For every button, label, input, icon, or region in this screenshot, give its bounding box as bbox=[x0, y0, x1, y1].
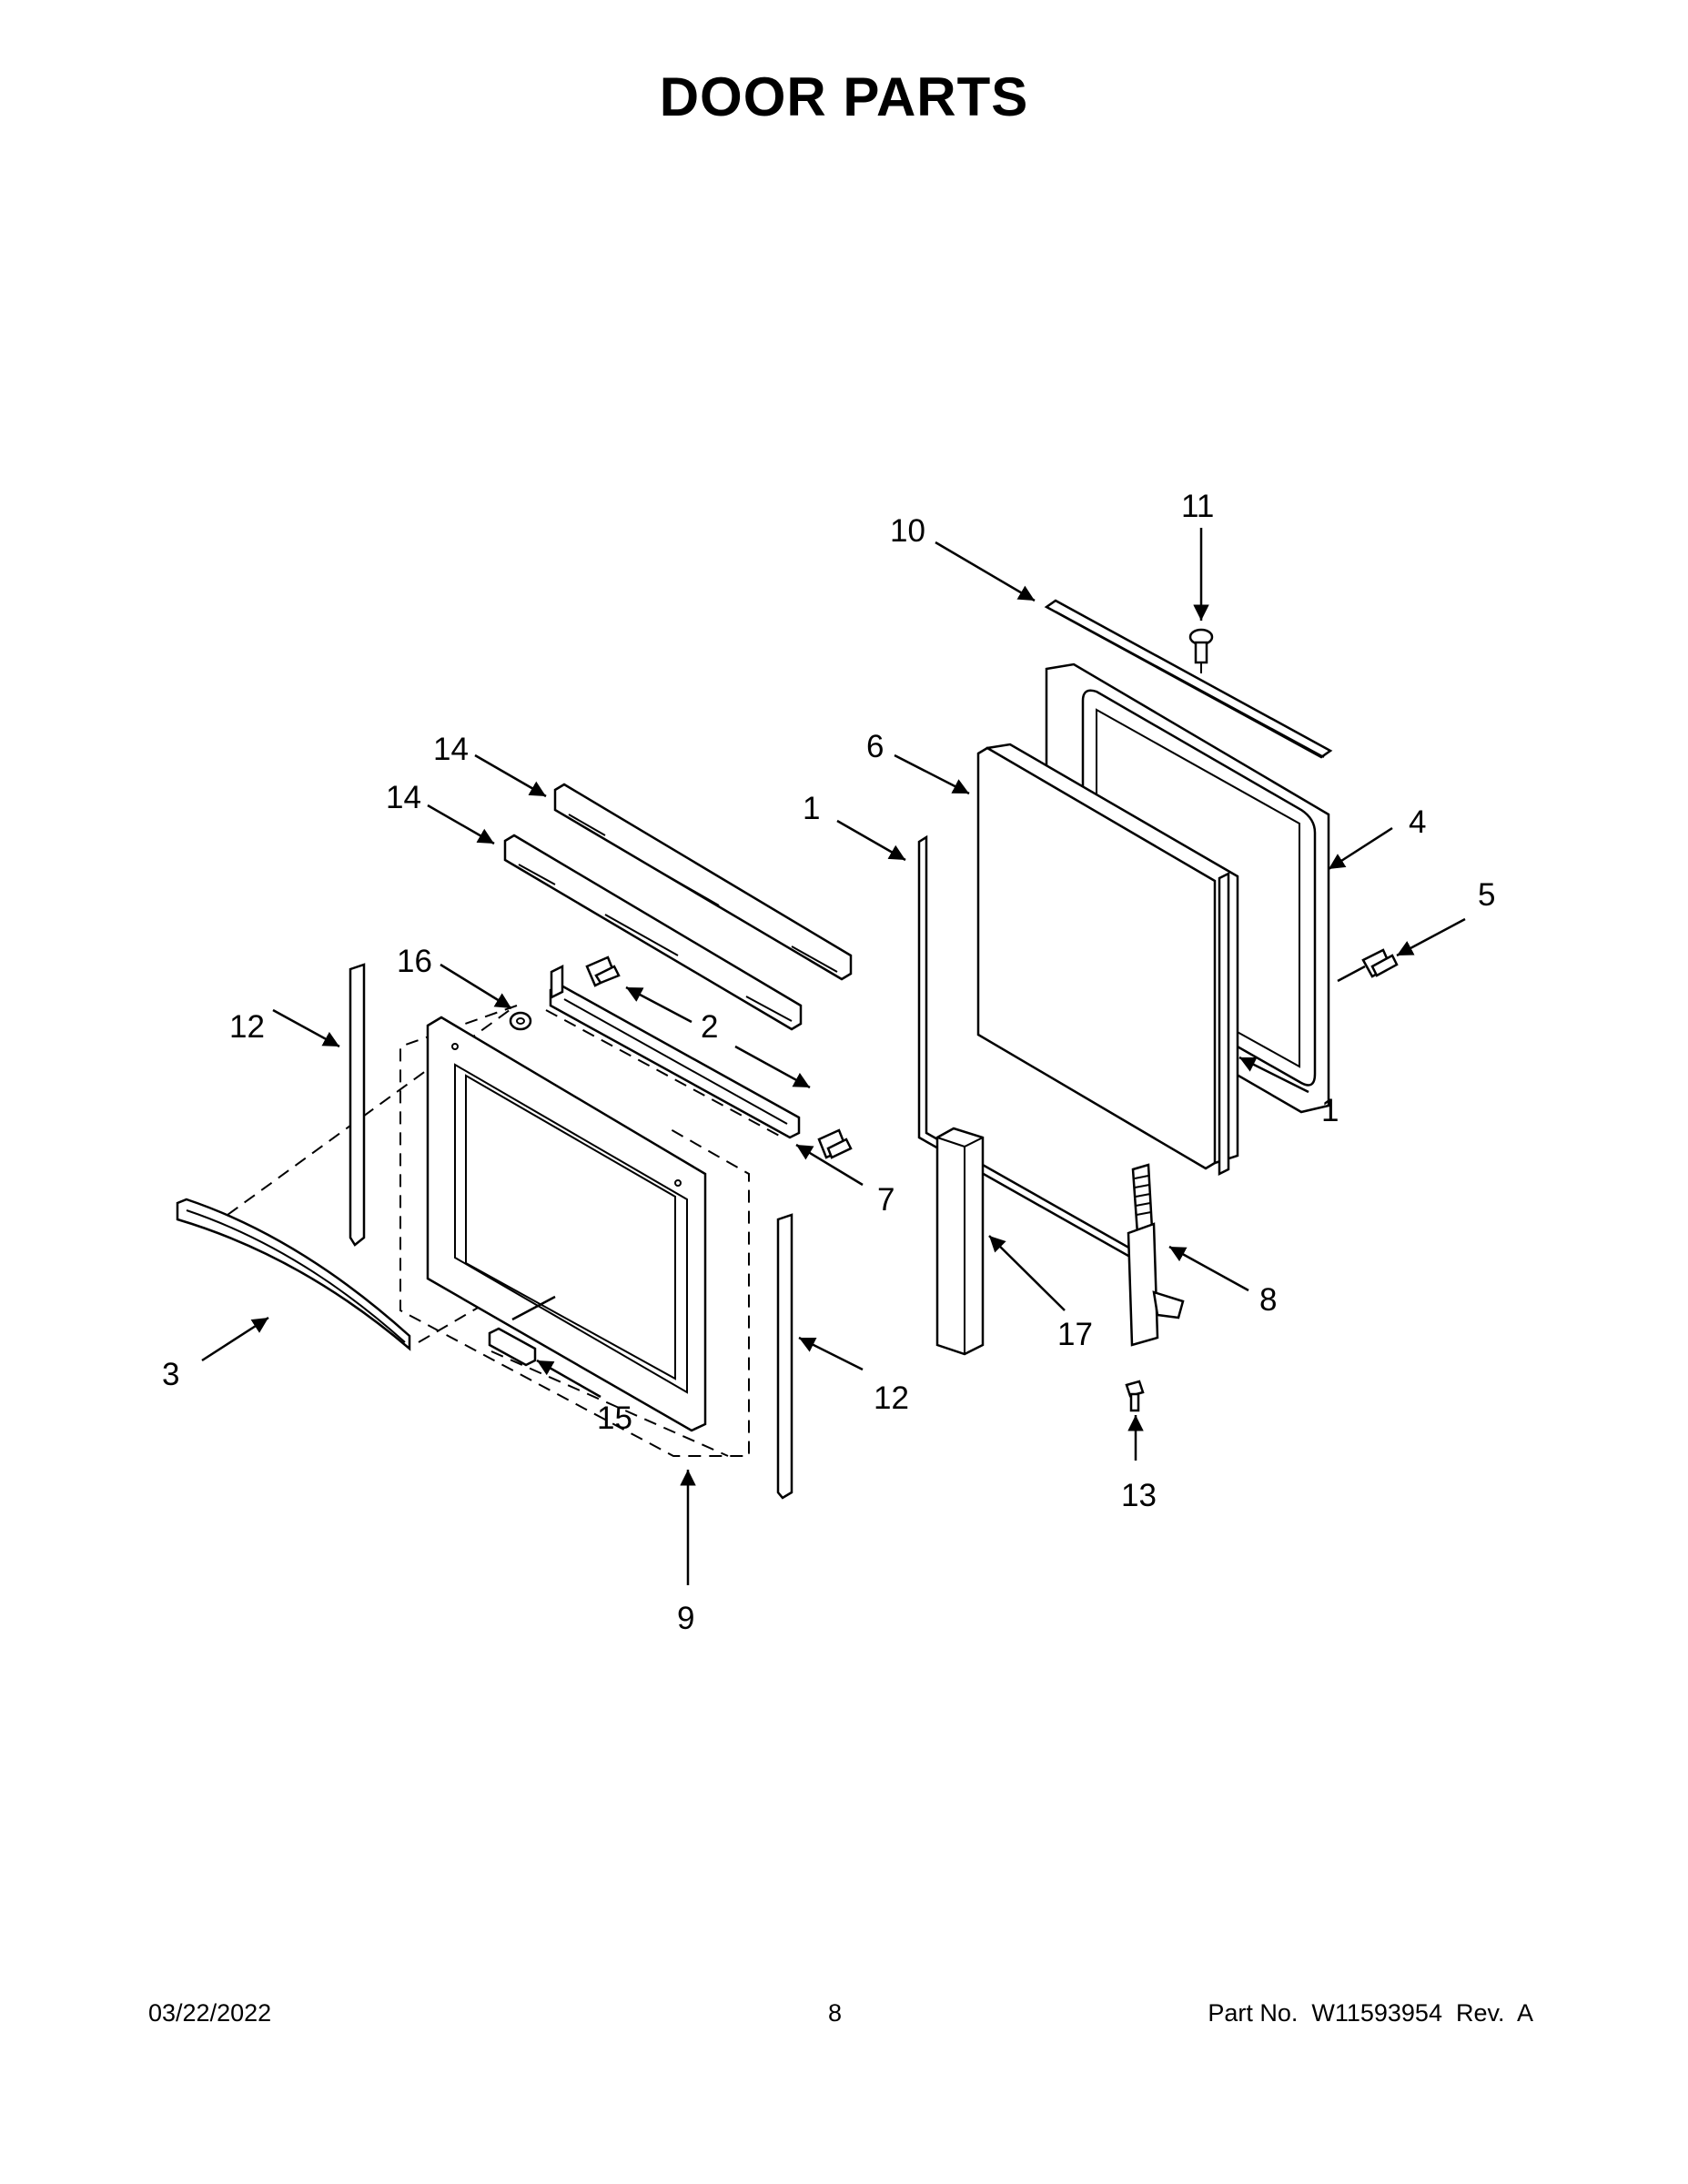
part-2-screws bbox=[585, 956, 853, 1159]
part-8-hinge bbox=[1127, 1163, 1185, 1347]
callout-7: 7 bbox=[877, 1182, 895, 1218]
leader-7 bbox=[795, 1143, 864, 1187]
leader-3 bbox=[201, 1316, 269, 1362]
callout-16: 16 bbox=[397, 944, 432, 979]
callout-6: 6 bbox=[866, 729, 884, 764]
part-5-screw bbox=[1337, 948, 1399, 983]
part-11-screw bbox=[1188, 628, 1214, 673]
leader-1b bbox=[1238, 1056, 1309, 1094]
leader-4 bbox=[1328, 826, 1393, 871]
callout-1: 1 bbox=[1321, 1093, 1339, 1128]
part-1-gasket bbox=[917, 834, 1230, 1265]
part-17-insulation bbox=[935, 1127, 985, 1356]
leader-16 bbox=[440, 963, 512, 1010]
leader-14b bbox=[427, 804, 495, 845]
leader-10 bbox=[935, 541, 1036, 602]
footer-date: 03/22/2022 bbox=[148, 1999, 272, 2027]
part-14-brackets bbox=[503, 783, 853, 1031]
footer-page-number: 8 bbox=[828, 1999, 843, 2027]
callout-5: 5 bbox=[1478, 877, 1495, 913]
callout-9: 9 bbox=[677, 1601, 694, 1636]
leader-12a bbox=[272, 1008, 340, 1048]
part-13-screw bbox=[1125, 1380, 1145, 1412]
leader-14a bbox=[474, 753, 547, 798]
callout-labels: 1 1 2 3 4 5 6 7 8 9 10 11 12 12 13 14 14… bbox=[162, 489, 1495, 1636]
callout-12: 12 bbox=[229, 1009, 265, 1045]
part-7-hinge-rail bbox=[549, 964, 801, 1139]
part-10-top-trim bbox=[1044, 599, 1333, 759]
leader-12b bbox=[798, 1336, 864, 1371]
callout-14: 14 bbox=[433, 732, 469, 767]
callout-17: 17 bbox=[1057, 1317, 1093, 1352]
part-16-washer bbox=[509, 1011, 532, 1031]
callout-14: 14 bbox=[386, 780, 421, 815]
leader-1a bbox=[836, 819, 906, 862]
callout-12: 12 bbox=[874, 1380, 909, 1416]
callout-4: 4 bbox=[1409, 804, 1426, 840]
part-9-outer-door bbox=[426, 1016, 707, 1432]
part-15-badge bbox=[488, 1295, 556, 1367]
leader-arrows bbox=[201, 528, 1466, 1585]
callout-11: 11 bbox=[1181, 489, 1214, 524]
leader-15 bbox=[536, 1359, 601, 1399]
callout-13: 13 bbox=[1121, 1478, 1157, 1513]
leader-5 bbox=[1396, 917, 1466, 957]
leader-8 bbox=[1168, 1245, 1249, 1292]
leader-2b bbox=[734, 1045, 811, 1089]
leader-6 bbox=[894, 753, 970, 795]
callout-8: 8 bbox=[1259, 1282, 1277, 1318]
part-12-side-trims bbox=[349, 963, 793, 1500]
part-6-glass-panel bbox=[976, 743, 1239, 1170]
callout-3: 3 bbox=[162, 1357, 179, 1392]
callout-10: 10 bbox=[890, 513, 925, 549]
leader-17 bbox=[988, 1235, 1066, 1311]
page-title: DOOR PARTS bbox=[659, 66, 1029, 127]
part-3-handle bbox=[176, 1198, 411, 1351]
callout-15: 15 bbox=[597, 1400, 632, 1436]
callout-1: 1 bbox=[803, 791, 820, 826]
leader-2a bbox=[625, 986, 692, 1024]
callout-2: 2 bbox=[701, 1009, 718, 1045]
footer-part-number: Part No. W11593954 Rev. A bbox=[1208, 1999, 1533, 2027]
